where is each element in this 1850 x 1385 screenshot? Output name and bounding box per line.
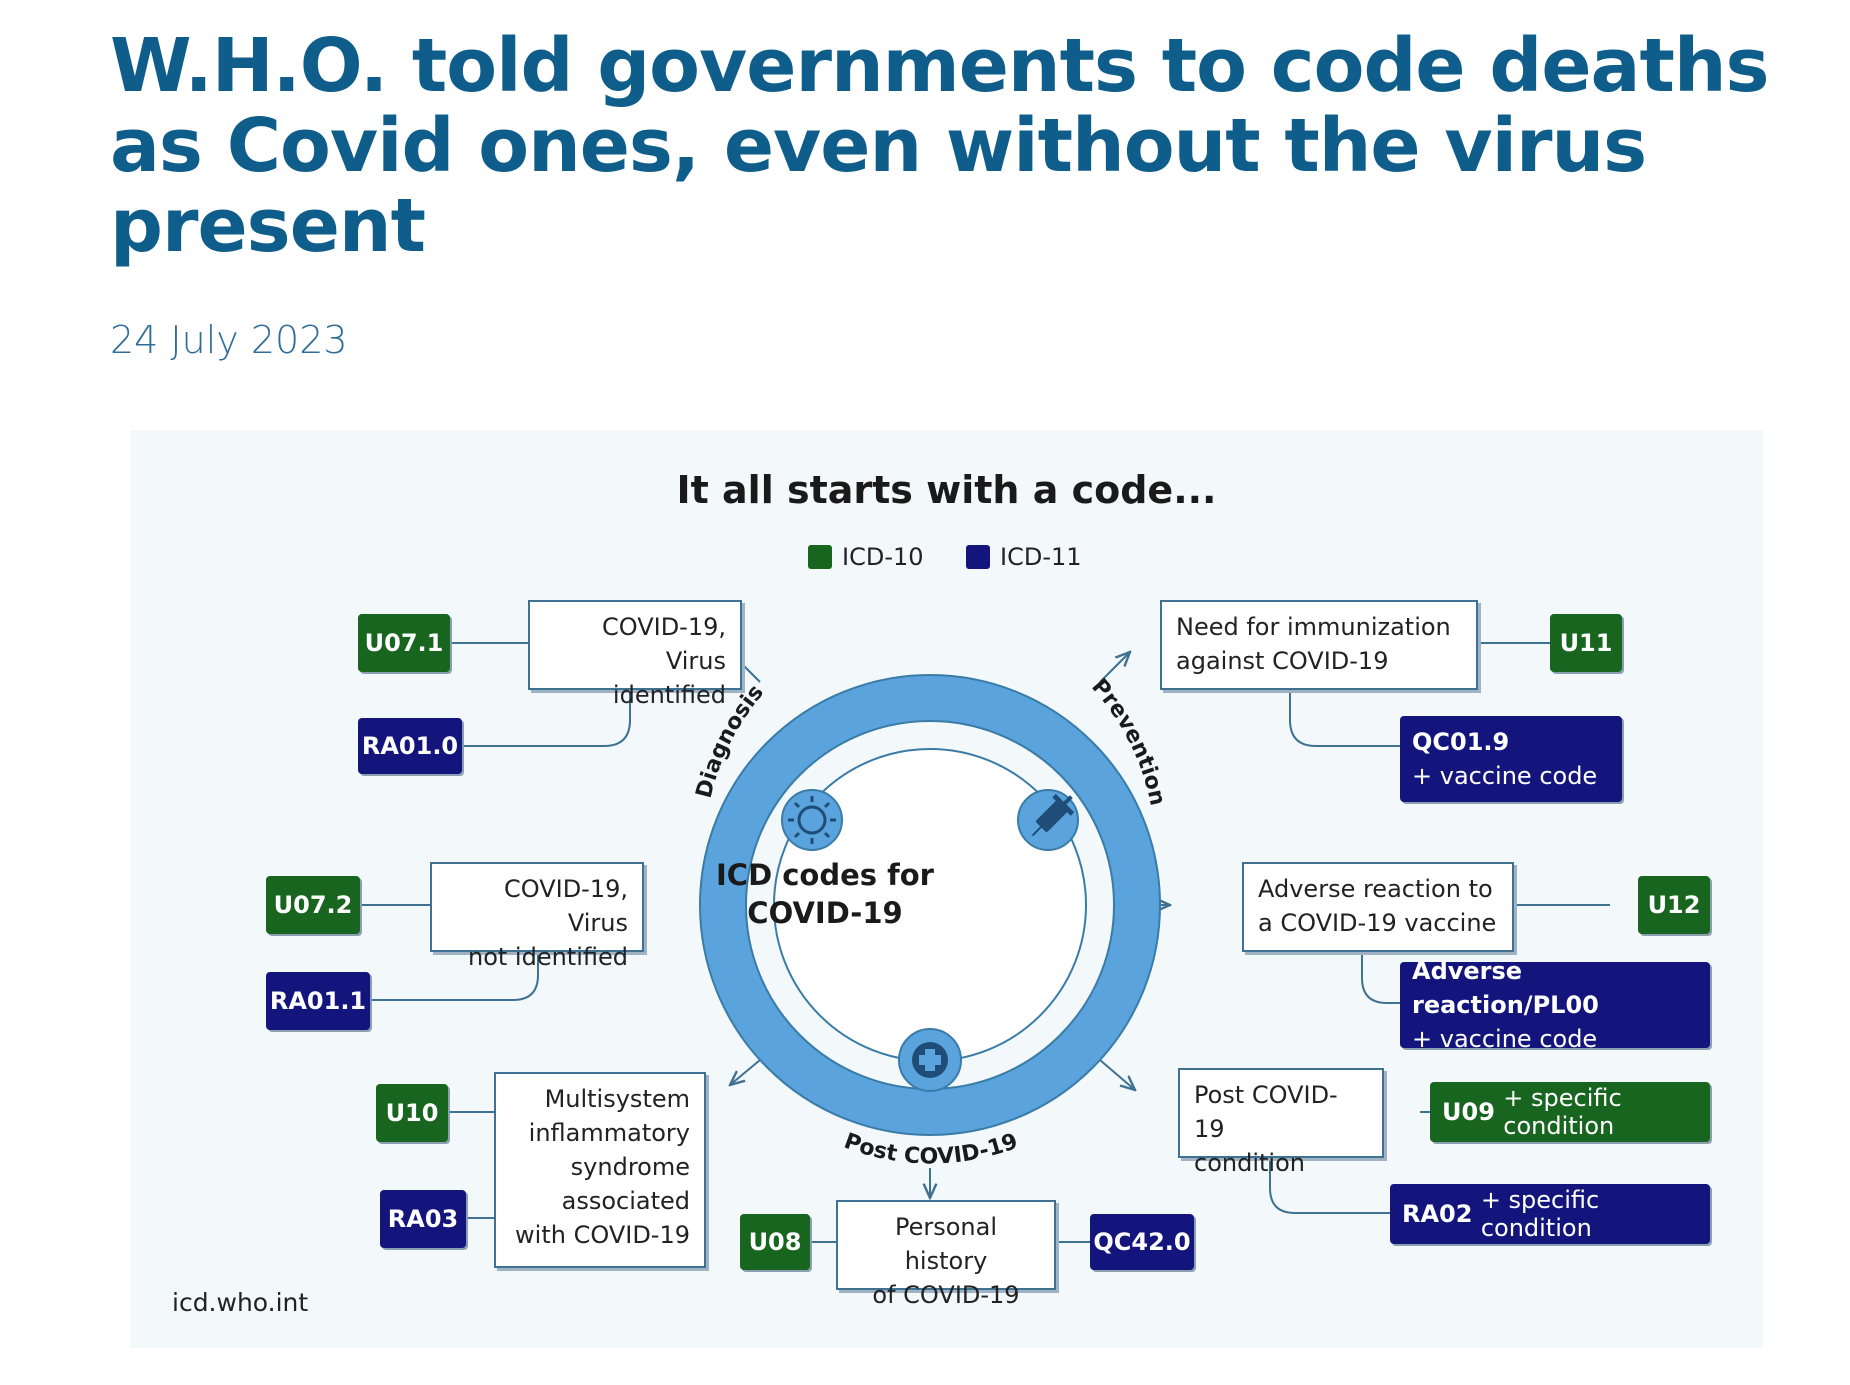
node-multisystem: Multisystem inflammatory syndrome associ… (494, 1072, 706, 1268)
code-main: RA02 (1402, 1200, 1473, 1228)
node-line: of COVID-19 (872, 1281, 1020, 1309)
legend-label: ICD-10 (842, 543, 924, 571)
node-line: COVID-19, Virus (601, 613, 726, 675)
source-credit: icd.who.int (172, 1288, 309, 1317)
node-virus-identified: COVID-19, Virus identified (528, 600, 742, 709)
node-line: against COVID-19 (1176, 647, 1389, 675)
node-post-covid-condition: Post COVID-19 condition (1178, 1068, 1384, 1177)
center-label: ICD codes for COVID-19 (650, 856, 1000, 932)
code-sub: + vaccine code (1412, 1025, 1598, 1053)
icd-ring (700, 675, 1160, 1135)
code-main: QC01.9 (1412, 728, 1510, 756)
node-line: Post COVID-19 (1194, 1081, 1338, 1143)
virus-icon (781, 789, 843, 851)
code-sub: + specific condition (1503, 1084, 1622, 1140)
node-line: Adverse reaction to (1258, 875, 1493, 903)
node-line: Multisystem (544, 1085, 690, 1113)
node-line: condition (1194, 1149, 1305, 1177)
legend-swatch-blue (966, 545, 990, 569)
figure-title: It all starts with a code... (676, 468, 1217, 512)
code-u09: U09 + specific condition (1430, 1082, 1710, 1142)
node-line: Need for immunization (1176, 613, 1451, 641)
node-line: with COVID-19 (515, 1221, 690, 1249)
code-u10: U10 (376, 1084, 448, 1142)
code-main: U09 (1442, 1098, 1495, 1126)
legend-swatch-green (808, 545, 832, 569)
node-immunization: Need for immunization against COVID-19 (1160, 600, 1478, 690)
code-ra02: RA02 + specific condition (1390, 1184, 1710, 1244)
center-label-line1: ICD codes for (716, 858, 934, 892)
node-virus-not-identified: COVID-19, Virus not identified (430, 862, 644, 971)
code-ra03: RA03 (380, 1190, 466, 1248)
code-qc01-9: QC01.9 + vaccine code (1400, 716, 1622, 802)
center-label-line2: COVID-19 (747, 896, 903, 930)
code-sub: + specific condition (1480, 1186, 1600, 1242)
medical-cross-icon (898, 1028, 962, 1092)
code-u08: U08 (740, 1214, 810, 1270)
node-line: not identified (467, 943, 628, 971)
code-qc42-0: QC42.0 (1090, 1214, 1194, 1270)
code-u07-2: U07.2 (266, 876, 360, 934)
icd-infographic: It all starts with a code... ICD-10 ICD-… (130, 430, 1763, 1348)
node-line: COVID-19, Virus (503, 875, 628, 937)
code-pl00: Adverse reaction/PL00 + vaccine code (1400, 957, 1710, 1053)
legend-label: ICD-11 (1000, 543, 1082, 571)
code-main: Adverse reaction/PL00 (1412, 957, 1599, 1019)
code-u11: U11 (1550, 614, 1622, 672)
node-line: Personal history (894, 1213, 998, 1275)
node-line: syndrome (570, 1153, 690, 1181)
node-personal-history: Personal history of COVID-19 (836, 1200, 1056, 1309)
code-u07-1: U07.1 (358, 614, 450, 672)
code-sub: + vaccine code (1412, 762, 1598, 790)
node-line: associated (561, 1187, 690, 1215)
headline: W.H.O. told governments to code deaths a… (110, 23, 1770, 269)
legend-item-icd10: ICD-10 (808, 543, 924, 571)
legend-item-icd11: ICD-11 (966, 543, 1082, 571)
node-line: identified (612, 681, 726, 709)
connector-lines: Diagnosis Prevention Post COVID-19 (360, 642, 1610, 1243)
node-line: a COVID-19 vaccine (1258, 909, 1497, 937)
code-ra01-0: RA01.0 (358, 718, 462, 774)
publish-date: 24 July 2023 (110, 318, 348, 362)
syringe-icon (1017, 789, 1079, 851)
code-ra01-1: RA01.1 (266, 972, 370, 1030)
code-u12: U12 (1638, 876, 1710, 934)
node-line: inflammatory (528, 1119, 690, 1147)
node-adverse-reaction: Adverse reaction to a COVID-19 vaccine (1242, 862, 1514, 952)
